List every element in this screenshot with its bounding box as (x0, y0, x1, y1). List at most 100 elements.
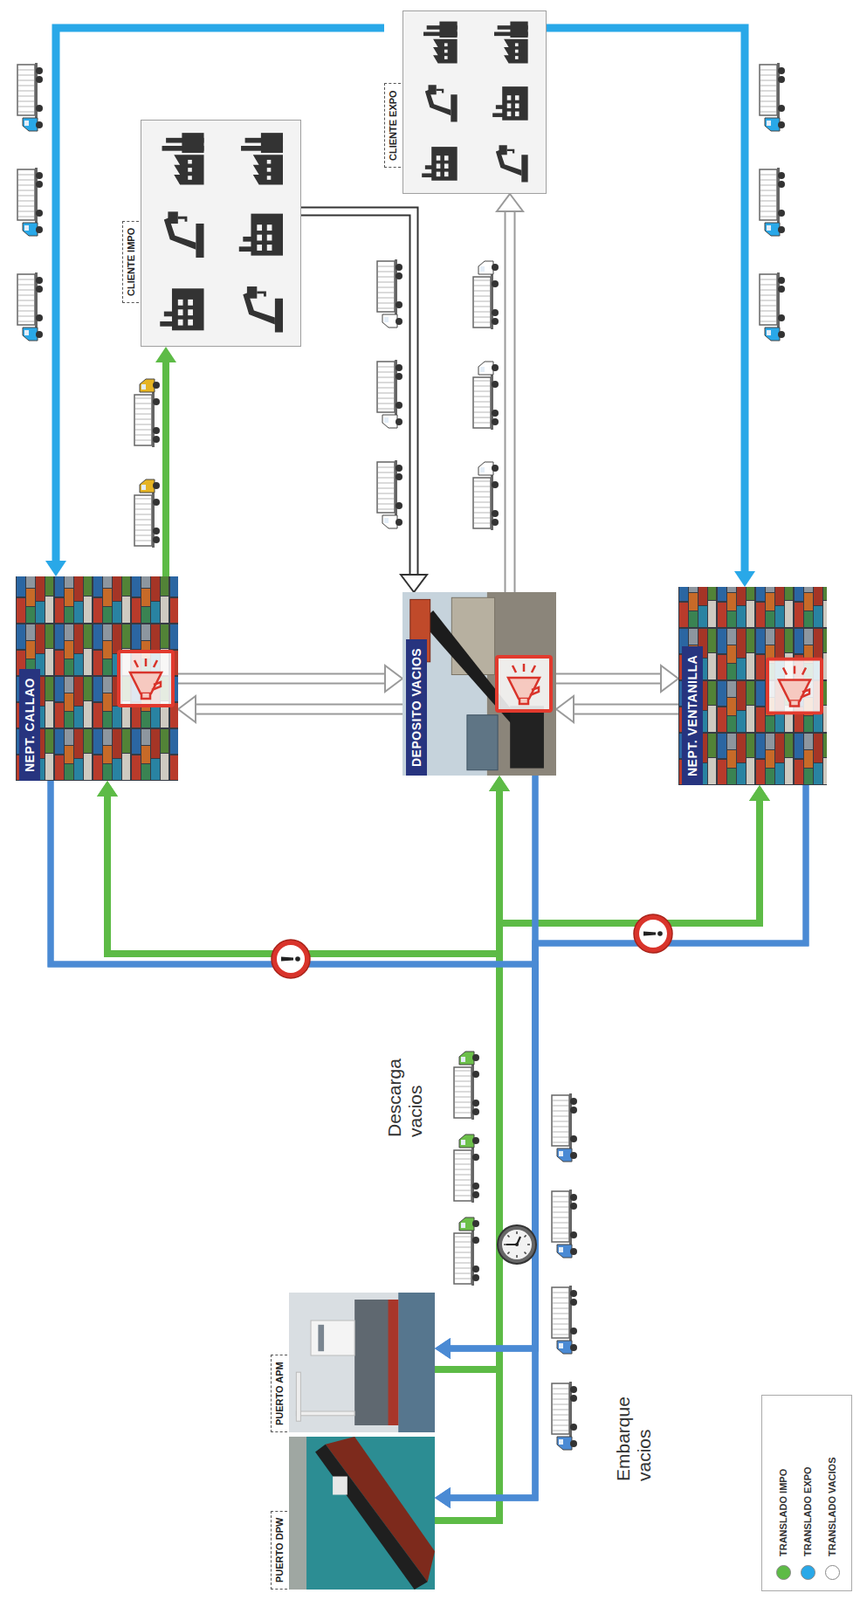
flow-arrow-line (192, 705, 403, 714)
flow-arrow (496, 193, 523, 592)
truck-icon (454, 1217, 480, 1286)
truck-icon (17, 272, 43, 341)
client-box (402, 10, 547, 194)
terminal-node: NEPT. CALLAO (15, 576, 179, 781)
flow-arrow-line (447, 775, 536, 1498)
truck-icon (454, 1134, 480, 1203)
flow-arrow (434, 775, 536, 1359)
import-trucks (454, 1051, 480, 1286)
truck-icon (551, 1093, 578, 1162)
container-yard-photo (678, 586, 827, 785)
truck-icon (17, 167, 43, 236)
truck-icon (134, 378, 160, 448)
legend-row: TRANSLADO IMPO (770, 1405, 796, 1580)
ship-hull (354, 1299, 399, 1425)
flow-arrow-line (546, 27, 745, 574)
flow-arrow-line (571, 705, 679, 714)
client-export-trucks (17, 62, 785, 341)
factory-icon (162, 132, 205, 185)
flow-arrow-line (434, 788, 500, 1370)
flow-arrow-line (447, 784, 806, 1498)
truck-icon (551, 1285, 578, 1354)
megaphone-icon (496, 656, 551, 711)
megaphone-icon (767, 659, 822, 714)
site-label: CLIENTE IMPO (122, 220, 139, 303)
flow-note: Descarga vacios (384, 1038, 426, 1137)
truck-icon (377, 259, 403, 328)
truck-icon (759, 272, 785, 341)
photo-shade (15, 576, 179, 781)
sea (288, 1436, 435, 1590)
arrow-head (434, 1337, 451, 1359)
factory-icon (492, 86, 528, 121)
site-label: PUERTO DPW (270, 1510, 288, 1590)
truck-icon (473, 361, 499, 430)
flow-arrow (96, 780, 500, 1521)
client-node: CLIENTE EXPO (384, 10, 547, 194)
arrow-head (556, 695, 574, 723)
flow-arrow-outline (192, 703, 403, 716)
flow-arrow (556, 665, 679, 692)
legend-row: TRANSLADO VACIOS (819, 1405, 845, 1580)
ship-deck (315, 1444, 428, 1590)
empty-out-trucks (473, 261, 499, 530)
flow-arrow (434, 784, 771, 1370)
arrow-head (400, 574, 427, 592)
flow-arrow (434, 775, 536, 1508)
flow-arrow-line (556, 674, 664, 683)
ship-bridge (332, 1476, 348, 1495)
flow-arrow-line (447, 775, 536, 1349)
waterline (388, 1299, 400, 1425)
clock-icon (497, 1224, 537, 1264)
flow-arrow (434, 784, 806, 1508)
flow-arrow (50, 780, 536, 1508)
port-node: PUERTO APM (270, 1292, 435, 1432)
terminal-node: DEPOSITO VACIOS (402, 591, 557, 776)
truck-icon (454, 1051, 480, 1120)
flow-arrow-line (178, 674, 388, 683)
warning-icon (271, 939, 310, 978)
flow-note: Descarga vacios (384, 1038, 426, 1137)
factory-icon (164, 211, 205, 258)
flow-arrow (50, 780, 536, 1359)
arrow-head (96, 780, 118, 797)
flow-arrow-outline (571, 703, 679, 716)
arrow-head (155, 346, 177, 363)
arrow-head (178, 695, 196, 723)
factory-icon (495, 144, 529, 182)
client-node: CLIENTE IMPO (122, 119, 302, 347)
legend-text: TRANSLADO IMPO (777, 1468, 789, 1556)
legend-row: TRANSLADO EXPO (795, 1405, 820, 1580)
container-stack (467, 715, 498, 771)
truck-icon (759, 62, 785, 131)
sky (288, 1292, 435, 1432)
legend-swatch (776, 1564, 792, 1580)
flow-arrow-line (162, 359, 170, 577)
flow-arrow-line (434, 798, 760, 1370)
flow-arrow-line (50, 780, 536, 1498)
truck-icon (551, 1189, 578, 1258)
arrow-head (734, 571, 756, 587)
crane-boom (295, 1371, 301, 1421)
flow-arrow-line (434, 788, 500, 1521)
megaphone-icon (118, 651, 173, 706)
flow-arrow-line (55, 27, 385, 564)
truck-icon (17, 62, 43, 131)
flow-arrow-outline (556, 673, 664, 685)
sea (398, 1292, 435, 1432)
legend-swatch (800, 1564, 816, 1580)
truck-icon (551, 1381, 578, 1450)
factory-icons (141, 121, 300, 346)
port-node: PUERTO DPW (270, 1436, 435, 1590)
warning-icon (633, 914, 673, 953)
truck-icon (134, 479, 160, 548)
flow-arrow-outline (301, 211, 414, 578)
arrow-head (488, 775, 510, 792)
truck-icon (377, 460, 403, 529)
flow-arrow-line (447, 784, 806, 1349)
arrow-head (749, 784, 771, 801)
flow-arrow (301, 211, 427, 592)
factory-icon (159, 288, 204, 331)
factory-icon (239, 213, 283, 256)
